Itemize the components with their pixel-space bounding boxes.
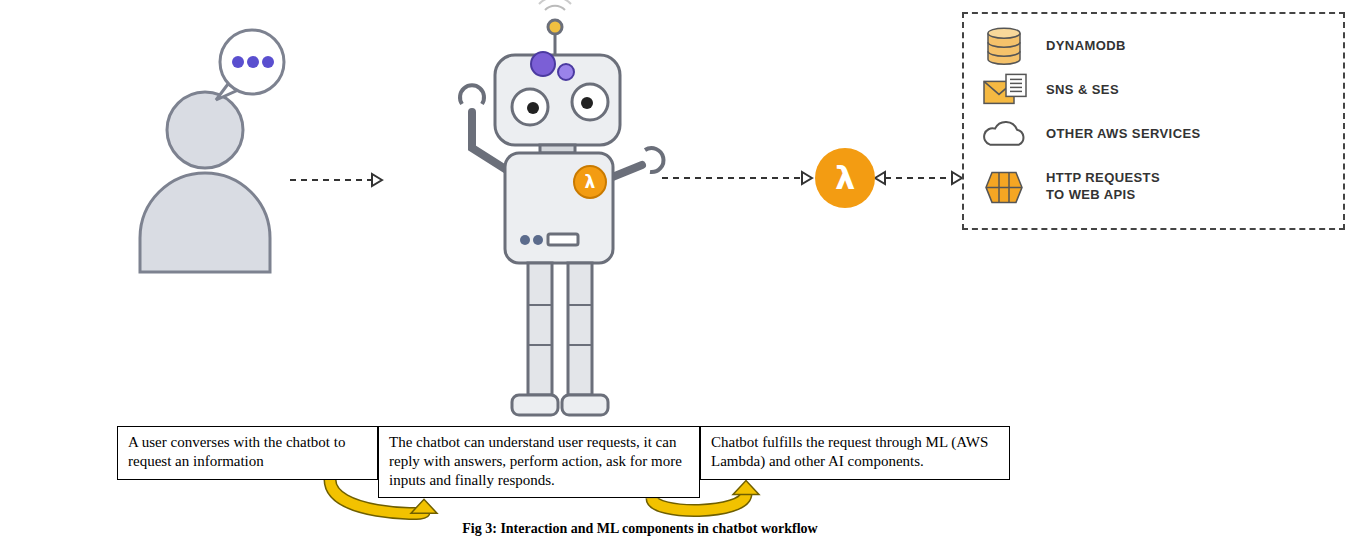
- lambda-circle: λ: [815, 148, 875, 208]
- badge-symbol: λ: [585, 174, 596, 191]
- icon-layer: [964, 14, 1343, 228]
- mail-icon: [984, 74, 1026, 103]
- service-name: SNS & SES: [1046, 82, 1333, 99]
- service-name: DYNAMODB: [1046, 38, 1333, 55]
- db-icon: [988, 28, 1020, 64]
- dashed-arrow: [290, 174, 382, 186]
- dashed-connector: [875, 172, 962, 184]
- speech-bubble: [216, 30, 284, 100]
- http-icon: [986, 172, 1022, 202]
- user-icon: [140, 92, 270, 272]
- robot-illustration: [460, 0, 663, 415]
- dashed-arrow: [662, 172, 812, 184]
- figure-caption: Fig 3: Interaction and ML components in …: [459, 521, 820, 538]
- description-box: A user converses with the chatbot to req…: [117, 426, 378, 480]
- box-text: The chatbot can understand user requests…: [389, 433, 689, 489]
- service-name: OTHER AWS SERVICES: [1046, 126, 1333, 143]
- cloud-icon: [984, 122, 1023, 145]
- box-text: A user converses with the chatbot to req…: [128, 433, 367, 471]
- item-list: DYNAMODB SNS & SES OTHER AWS SERVICES HTTP …: [964, 14, 1343, 228]
- service-name: HTTP REQUESTS TO WEB APIS: [1046, 170, 1176, 204]
- description-box: The chatbot can understand user requests…: [378, 426, 700, 498]
- box-text: Chatbot fulfills the request through ML …: [711, 433, 999, 471]
- lambda-symbol: λ: [835, 162, 855, 194]
- description-box: Chatbot fulfills the request through ML …: [700, 426, 1010, 480]
- services-group: DYNAMODB SNS & SES OTHER AWS SERVICES HTTP …: [962, 12, 1345, 230]
